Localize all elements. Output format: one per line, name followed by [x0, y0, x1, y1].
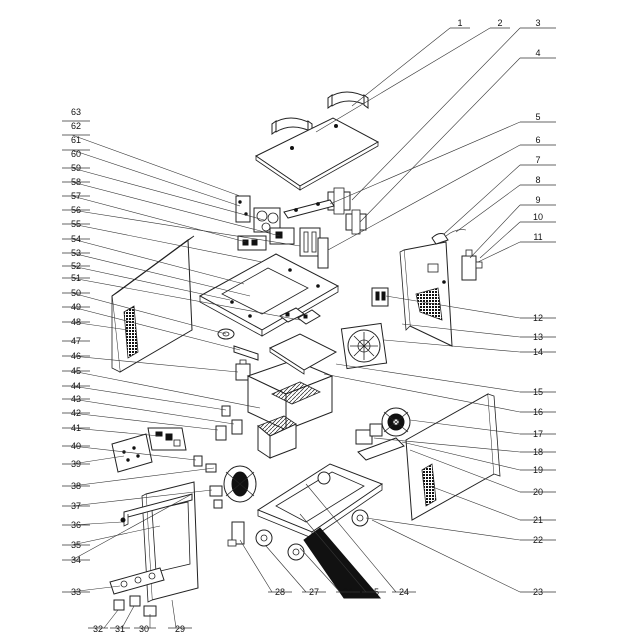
right-side-panel	[405, 393, 501, 521]
front-connectors	[113, 517, 157, 617]
callout-31: 31	[115, 624, 125, 634]
front-knob-plate	[109, 567, 165, 595]
parts-layer	[109, 91, 501, 617]
air-filter-regulator	[461, 249, 483, 281]
leader-lines	[69, 27, 521, 629]
transformer-4	[345, 209, 367, 235]
fan-mount-plate	[268, 333, 338, 375]
inductor-coil	[381, 407, 411, 437]
middle-base-plate	[198, 253, 340, 337]
callout-11: 11	[533, 232, 542, 242]
callout-10: 10	[533, 212, 543, 222]
output-inductor	[223, 465, 257, 503]
callout-1: 1	[457, 18, 462, 28]
callout-60: 60	[71, 149, 81, 159]
base-slot-dark	[303, 527, 382, 599]
bracket-28	[227, 521, 245, 547]
callout-3: 3	[535, 18, 540, 28]
callout-8: 8	[535, 175, 540, 185]
heatsink-fins	[257, 415, 297, 459]
solenoid-valve	[355, 423, 383, 445]
caster-wheels	[255, 471, 369, 561]
callout-4: 4	[535, 48, 540, 58]
rail-bracket	[283, 199, 335, 219]
front-handle	[123, 493, 193, 527]
bracket-63	[235, 195, 251, 223]
callout-7: 7	[535, 155, 540, 165]
callout-62: 62	[71, 121, 81, 131]
transformer-3	[327, 187, 351, 215]
bracket-49	[233, 345, 259, 361]
left-side-panel	[111, 235, 195, 373]
top-handle-front	[327, 91, 369, 109]
callout-2: 2	[497, 18, 502, 28]
capacitor-board	[253, 207, 281, 233]
base-chassis	[256, 463, 384, 539]
callout-30: 30	[139, 624, 149, 634]
switch-12	[371, 287, 389, 307]
bracket-19	[357, 437, 405, 461]
power-cable-connector	[431, 229, 467, 245]
callout-63: 63	[71, 107, 81, 117]
terminal-block	[299, 227, 329, 269]
heatsink-box	[246, 359, 334, 431]
callout-61: 61	[71, 135, 81, 145]
rear-panel	[399, 241, 453, 347]
output-modules	[279, 307, 321, 325]
control-pcb	[147, 427, 187, 451]
rectifier-parts	[215, 405, 243, 441]
callout-9: 9	[535, 195, 540, 205]
callout-labels: 1 2 3 4 5 6 7 8 9 10 11 12 13 14 15 16 1…	[62, 18, 556, 634]
callout-5: 5	[535, 112, 540, 122]
callout-29: 29	[175, 624, 185, 634]
top-cover-plate	[255, 117, 380, 191]
cooling-fan	[340, 322, 388, 370]
callout-6: 6	[535, 135, 540, 145]
small-fittings	[193, 455, 223, 509]
callout-32: 32	[93, 624, 103, 634]
